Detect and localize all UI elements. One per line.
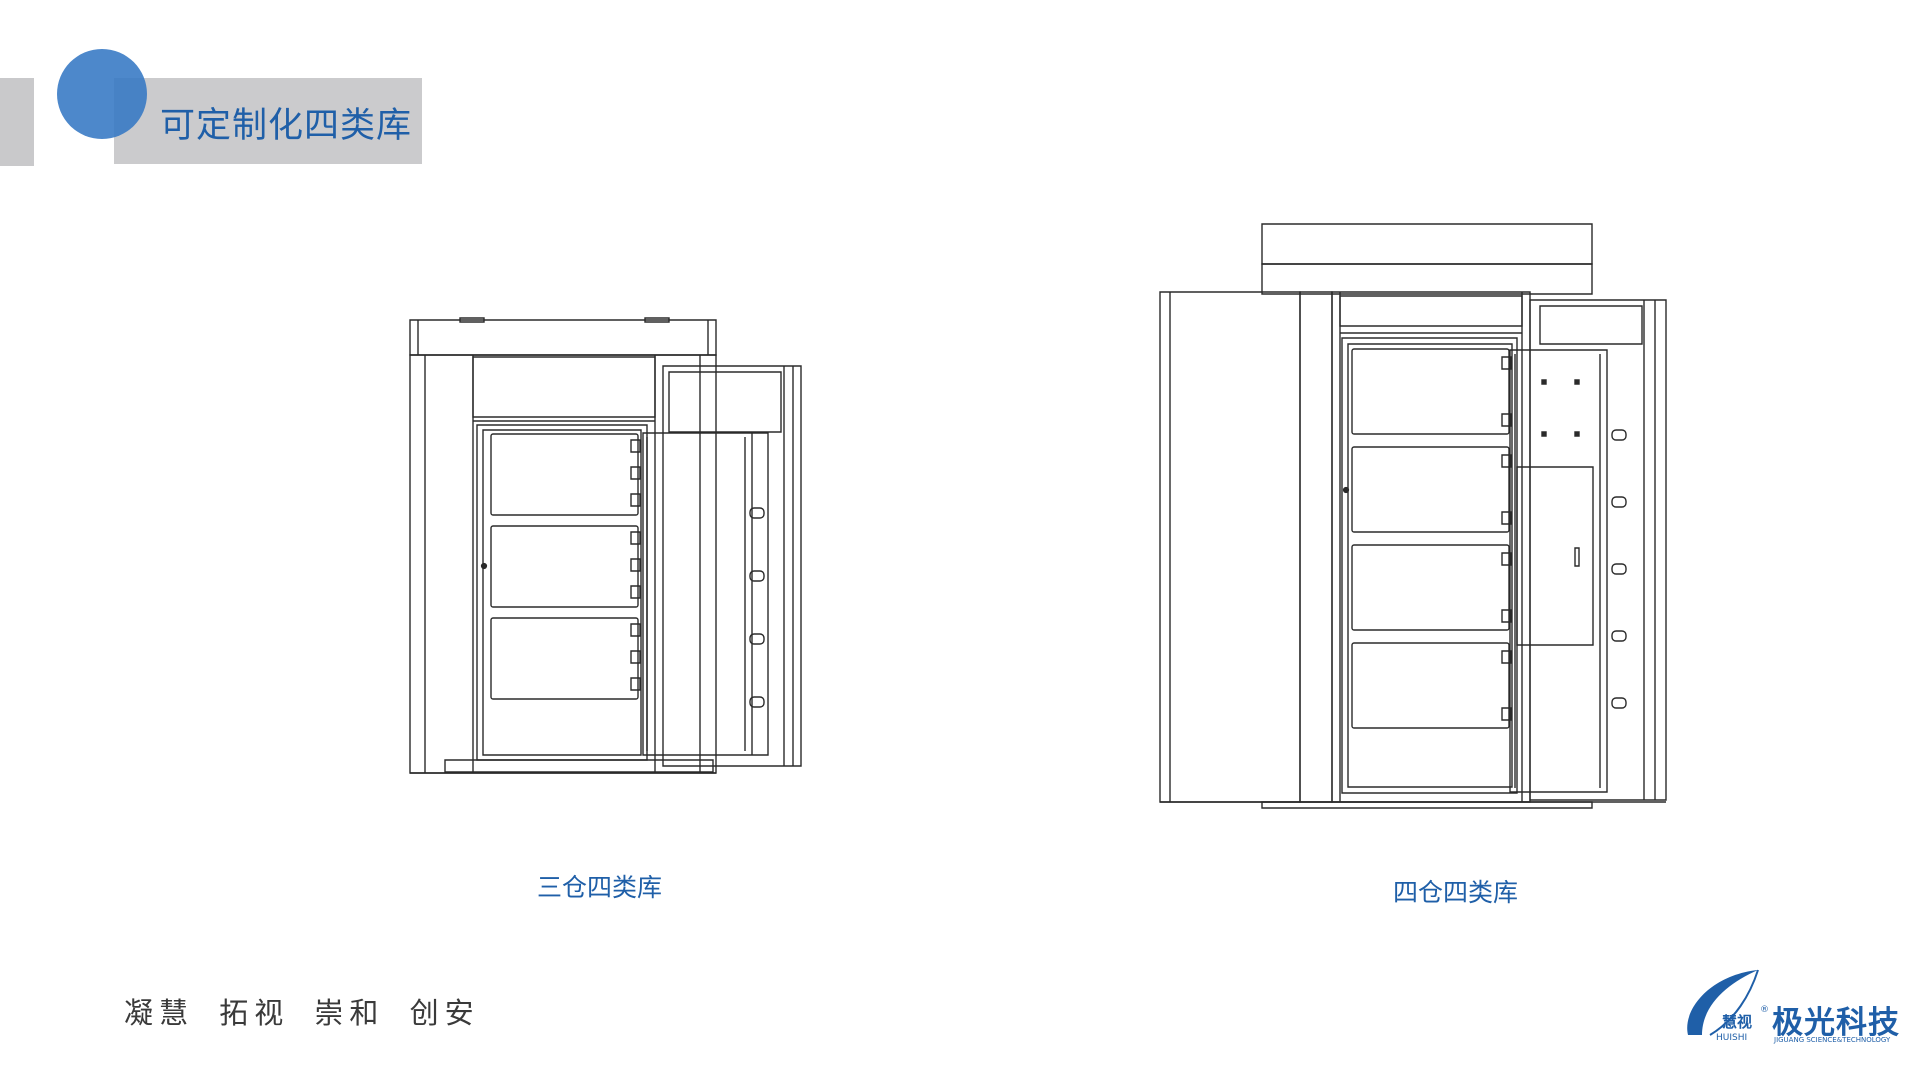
figure-caption-four-compartment: 四仓四类库 bbox=[1393, 878, 1519, 907]
logo-registered-mark: ® bbox=[1760, 1005, 1769, 1015]
four-compartment-vault-drawing bbox=[1155, 220, 1675, 815]
page-title: 可定制化四类库 bbox=[160, 106, 413, 146]
three-compartment-vault-drawing bbox=[405, 315, 805, 775]
logo-mark-text: 慧视 bbox=[1722, 1013, 1753, 1031]
company-logo: 慧视 ® HUISHI 极光科技 JIGUANG SCIENCE&TECHNOL… bbox=[1680, 965, 1905, 1050]
figure-caption-three-compartment: 三仓四类库 bbox=[537, 873, 663, 902]
title-circle-decoration bbox=[57, 49, 147, 139]
logo-brand-name: 极光科技 bbox=[1772, 1005, 1900, 1041]
logo-swoosh-icon bbox=[1687, 969, 1759, 1036]
company-slogan: 凝慧 拓视 崇和 创安 bbox=[124, 996, 480, 1030]
title-background bbox=[114, 78, 422, 164]
header-side-bar bbox=[0, 78, 34, 166]
logo-mark-sub: HUISHI bbox=[1716, 1033, 1748, 1043]
logo-brand-sub: JIGUANG SCIENCE&TECHNOLOGY bbox=[1774, 1036, 1891, 1044]
